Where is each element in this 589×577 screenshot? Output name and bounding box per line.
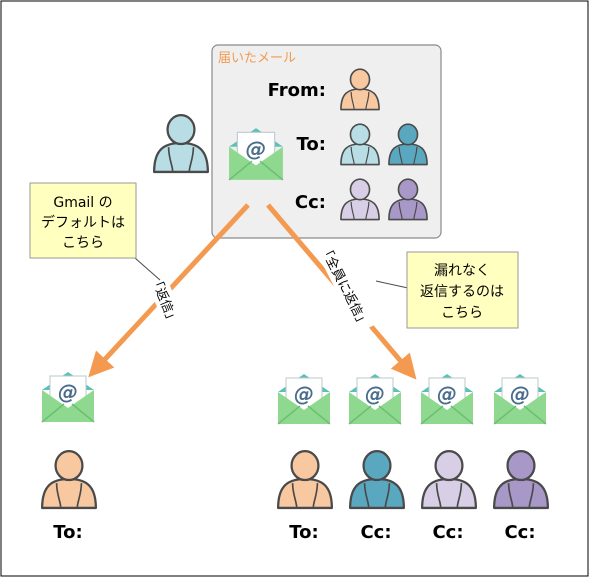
reply-all-envelope-icon [420, 373, 474, 425]
callout-line: こちら [62, 235, 104, 251]
reply-all-recipient-label: Cc: [432, 522, 463, 543]
reply-arrow [88, 203, 250, 378]
received-mail-panel [211, 44, 442, 239]
gmail-default-callout: Gmail の デフォルトは こちら [29, 182, 161, 281]
reply-all-envelope-icon [277, 373, 331, 425]
reply-envelope-icon [41, 371, 95, 423]
callout-pointer [134, 257, 161, 281]
reply-all-recipient-label: Cc: [504, 522, 535, 543]
reply-result: To: [40, 371, 98, 543]
callout-line: 漏れなく [434, 263, 490, 279]
received-envelope-icon [228, 127, 284, 181]
no-omission-callout: 漏れなく 返信するのは こちら [375, 251, 519, 329]
callout-line: Gmail の [53, 195, 112, 211]
to-label: To: [297, 134, 326, 155]
callout-line: 返信するのは [420, 284, 504, 300]
cc-label: Cc: [295, 192, 326, 213]
callout-line: デフォルトは [41, 214, 125, 231]
reply-all-envelope-icon [348, 373, 402, 425]
callout-line: こちら [441, 305, 483, 321]
callout-box [406, 251, 519, 329]
callout-box [29, 182, 137, 259]
reply-all-envelope-icon [493, 373, 547, 425]
received-mail-title: 届いたメール [218, 51, 296, 66]
from-label: From: [268, 80, 326, 101]
reply-all-result: To: Cc: Cc: Cc: [276, 373, 550, 543]
reply-all-recipient-label: Cc: [360, 522, 391, 543]
reply-recipient-label: To: [53, 522, 82, 543]
callout-pointer [375, 280, 409, 289]
received-mail-box: 届いたメール From: To: Cc: [211, 44, 442, 239]
reply-all-recipient-label: To: [289, 522, 318, 543]
